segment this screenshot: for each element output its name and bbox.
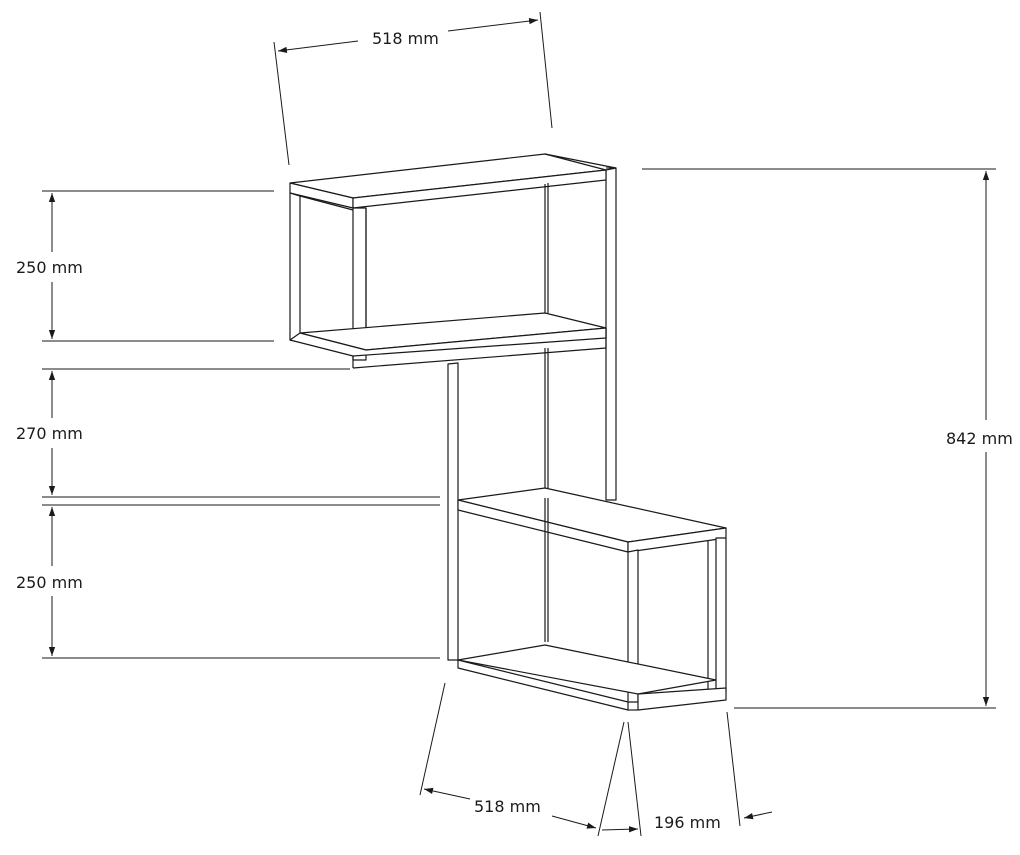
label-bottom-width: 518 mm [474, 797, 541, 816]
lower-box-bottom-panel [457, 644, 717, 695]
label-total-height: 842 mm [946, 429, 1013, 448]
middle-post [447, 362, 459, 661]
shelf-unit [289, 153, 727, 711]
upper-box-top-front [352, 169, 607, 209]
lower-box-right-outer [715, 537, 727, 693]
back-post-right [605, 167, 617, 501]
upper-box-left-inner [352, 207, 367, 361]
label-lower-height: 250 mm [16, 573, 83, 592]
label-gap-height: 270 mm [16, 424, 83, 443]
label-upper-height: 250 mm [16, 258, 83, 277]
dimension-lines [42, 11, 996, 837]
upper-box-left-outer [289, 192, 301, 343]
label-depth: 196 mm [654, 813, 721, 832]
dimension-labels: 518 mm 250 mm 270 mm 250 mm 842 mm 518 m… [16, 29, 1013, 832]
label-top-width: 518 mm [372, 29, 439, 48]
lower-box-bottom-side [637, 687, 727, 711]
